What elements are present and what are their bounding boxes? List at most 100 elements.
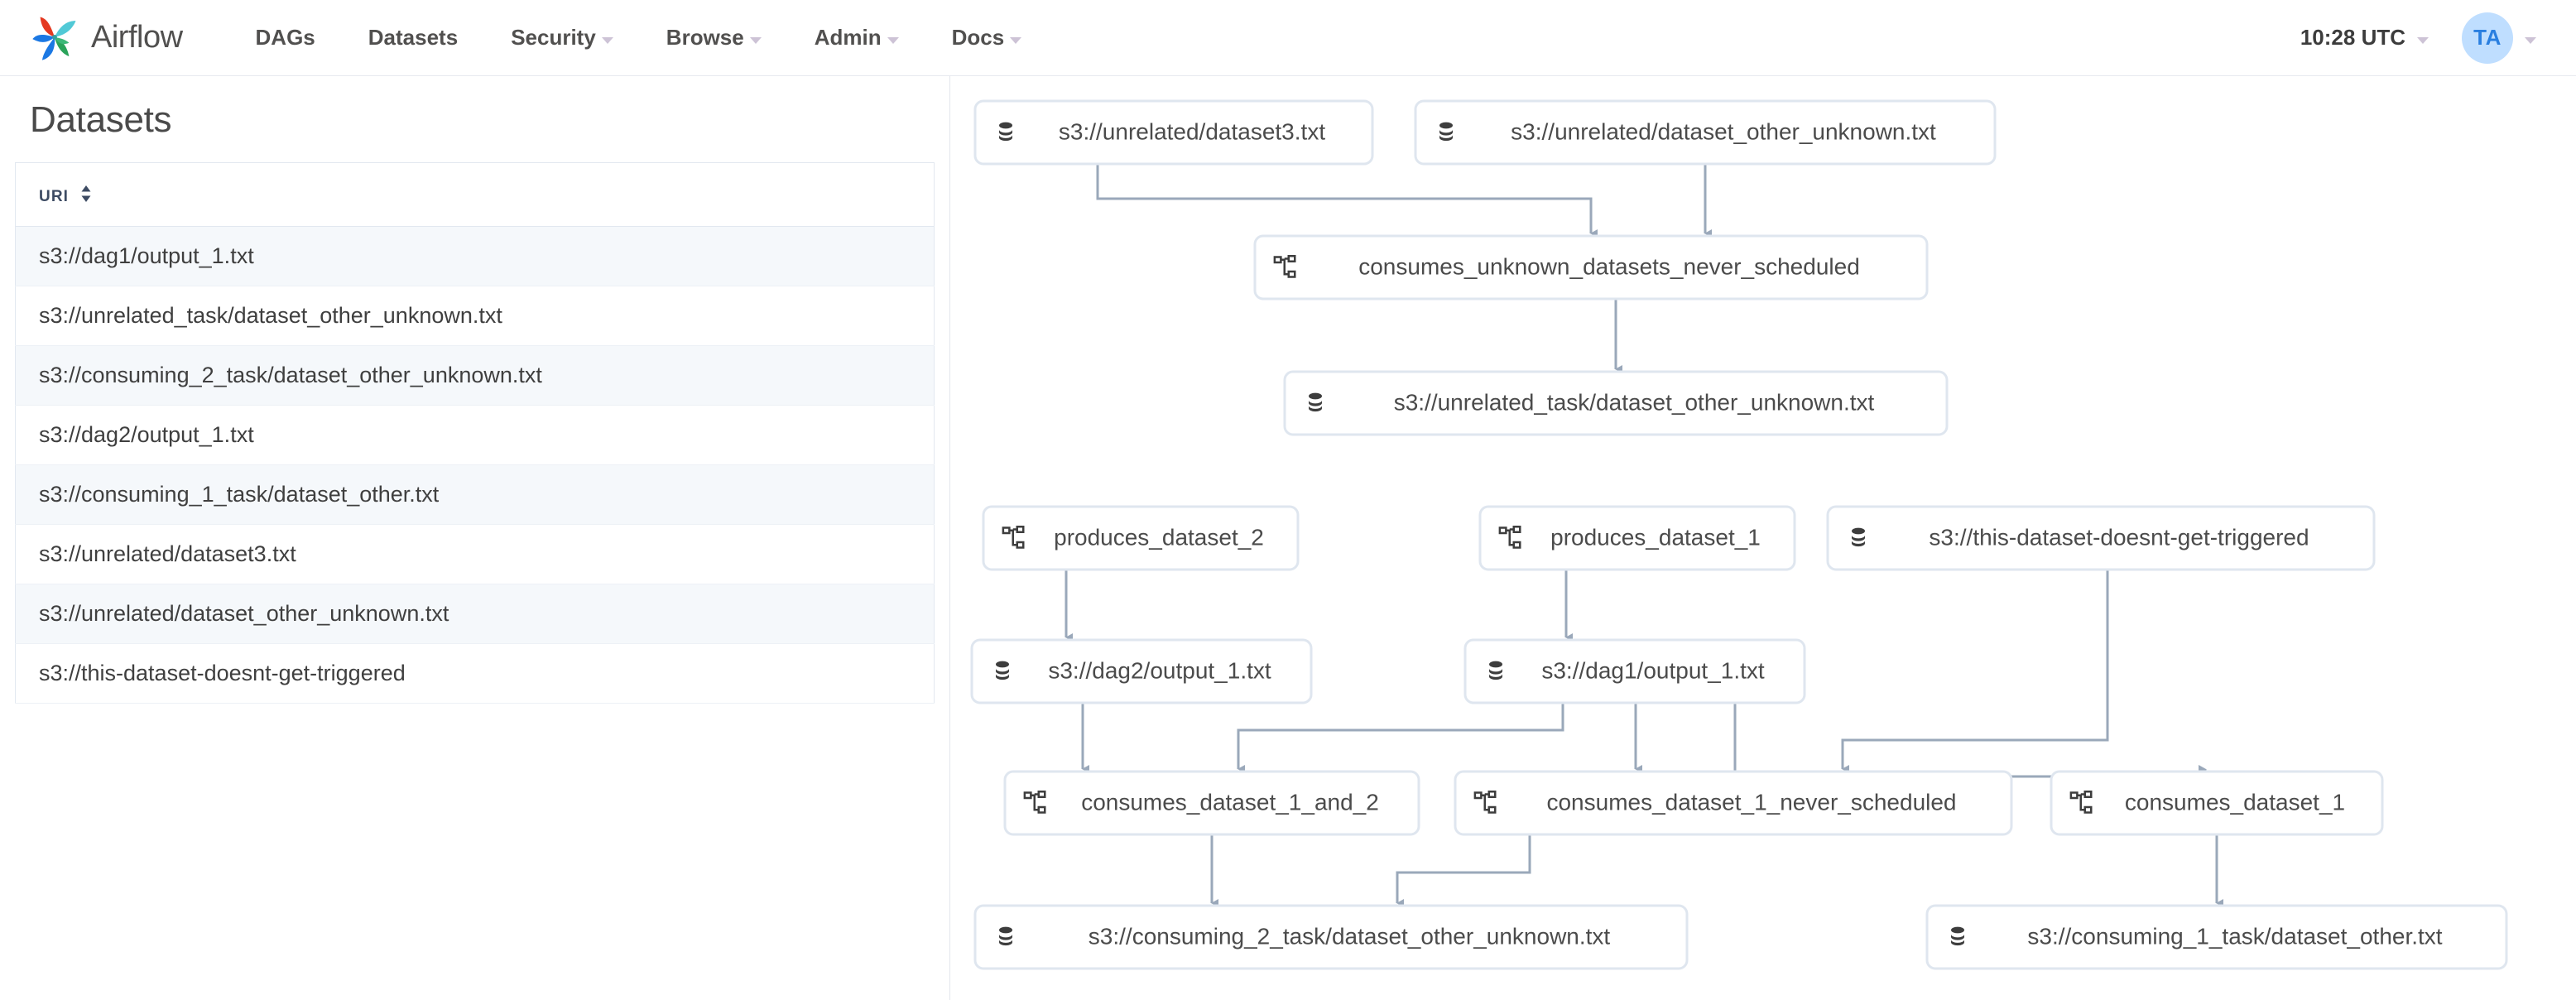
node-background — [1478, 505, 1796, 571]
graph-node-dag[interactable]: consumes_dataset_1 — [2050, 770, 2384, 836]
node-label: consumes_dataset_1_and_2 — [1081, 789, 1379, 815]
graph-node-dataset[interactable]: s3://consuming_1_task/dataset_other.txt — [1925, 904, 2508, 970]
brand-name: Airflow — [91, 20, 183, 55]
chevron-down-icon — [887, 36, 899, 44]
graph-node-dag[interactable]: consumes_dataset_1_and_2 — [1003, 770, 1420, 836]
table-row[interactable]: s3://unrelated_task/dataset_other_unknow… — [15, 286, 935, 346]
sort-updown-icon[interactable] — [80, 185, 92, 208]
node-background — [973, 904, 1689, 970]
node-label: s3://consuming_1_task/dataset_other.txt — [2027, 923, 2442, 949]
chevron-down-icon — [1010, 36, 1022, 44]
chevron-down-icon — [601, 36, 613, 44]
nav-item-dags-label: DAGs — [255, 25, 315, 50]
nav-item-browse-label: Browse — [666, 25, 744, 50]
dataset-uri-cell[interactable]: s3://unrelated/dataset_other_unknown.txt — [15, 584, 935, 644]
table-row[interactable]: s3://consuming_2_task/dataset_other_unkn… — [15, 345, 935, 406]
node-label: consumes_unknown_datasets_never_schedule… — [1358, 253, 1860, 279]
node-background — [1925, 904, 2508, 970]
graph-edge — [1096, 164, 1598, 238]
node-background — [1253, 234, 1929, 300]
graph-node-dataset[interactable]: s3://unrelated/dataset_other_unknown.txt — [1414, 99, 1997, 166]
avatar-initials: TA — [2473, 25, 2502, 50]
node-background — [1826, 505, 2376, 571]
graph-edge — [1841, 570, 2109, 773]
navbar-right: 10:28 UTC TA — [2300, 12, 2536, 64]
graph-nodes: s3://unrelated/dataset3.txt s3://unrelate… — [970, 99, 2508, 970]
top-navbar: Airflow DAGs Datasets Security Browse Ad… — [0, 0, 2576, 76]
airflow-pinwheel-logo-icon — [30, 14, 79, 62]
datasets-list-panel: Datasets URI s3://dag1/output_1. — [0, 76, 950, 1000]
graph-node-dag[interactable]: produces_dataset_1 — [1478, 505, 1796, 571]
nav-item-admin[interactable]: Admin — [788, 25, 925, 50]
nav-item-datasets[interactable]: Datasets — [342, 25, 484, 50]
chevron-down-icon — [2417, 36, 2429, 44]
node-background — [970, 638, 1313, 704]
node-background — [1283, 370, 1949, 436]
graph-node-dataset[interactable]: s3://consuming_2_task/dataset_other_unkn… — [973, 904, 1689, 970]
graph-node-dag[interactable]: produces_dataset_2 — [982, 505, 1300, 571]
nav-item-docs-label: Docs — [951, 25, 1005, 50]
nav-item-browse[interactable]: Browse — [640, 25, 788, 50]
datasets-table-head: URI — [15, 162, 935, 227]
graph-node-dataset[interactable]: s3://this-dataset-doesnt-get-triggered — [1826, 505, 2376, 571]
table-header-row: URI — [15, 162, 935, 227]
graph-node-dataset[interactable]: s3://unrelated_task/dataset_other_unknow… — [1283, 370, 1949, 436]
nav-item-security-label: Security — [511, 25, 596, 50]
table-row[interactable]: s3://unrelated/dataset_other_unknown.txt — [15, 584, 935, 644]
node-label: consumes_dataset_1_never_scheduled — [1546, 789, 1956, 815]
user-menu[interactable]: TA — [2462, 12, 2536, 64]
dataset-uri-cell[interactable]: s3://unrelated_task/dataset_other_unknow… — [15, 286, 935, 346]
node-label: s3://consuming_2_task/dataset_other_unkn… — [1089, 923, 1611, 949]
node-background — [982, 505, 1300, 571]
nav-item-dags[interactable]: DAGs — [229, 25, 342, 50]
dataset-dependency-graph[interactable]: s3://unrelated/dataset3.txt s3://unrelate… — [950, 76, 2576, 1000]
dataset-uri-cell[interactable]: s3://this-dataset-doesnt-get-triggered — [15, 643, 935, 704]
graph-node-dataset[interactable]: s3://unrelated/dataset3.txt — [973, 99, 1374, 166]
node-label: produces_dataset_1 — [1550, 524, 1761, 550]
node-label: s3://unrelated_task/dataset_other_unknow… — [1394, 389, 1875, 415]
table-row[interactable]: s3://dag2/output_1.txt — [15, 405, 935, 465]
graph-node-dataset[interactable]: s3://dag2/output_1.txt — [970, 638, 1313, 704]
nav-item-datasets-label: Datasets — [368, 25, 459, 50]
chevron-down-icon — [749, 36, 762, 44]
node-background — [973, 99, 1374, 166]
table-row[interactable]: s3://this-dataset-doesnt-get-triggered — [15, 643, 935, 704]
graph-edge — [1237, 703, 1564, 773]
column-header-uri[interactable]: URI — [15, 162, 935, 227]
dataset-uri-cell[interactable]: s3://dag1/output_1.txt — [15, 226, 935, 286]
page-title: Datasets — [30, 99, 172, 140]
graph-node-dag[interactable]: consumes_unknown_datasets_never_schedule… — [1253, 234, 1929, 300]
node-label: s3://this-dataset-doesnt-get-triggered — [1929, 524, 2309, 550]
graph-node-dag[interactable]: consumes_dataset_1_never_scheduled — [1454, 770, 2013, 836]
dataset-uri-cell[interactable]: s3://consuming_1_task/dataset_other.txt — [15, 464, 935, 525]
nav-item-docs[interactable]: Docs — [925, 25, 1049, 50]
dataset-uri-cell[interactable]: s3://dag2/output_1.txt — [15, 405, 935, 465]
dataset-uri-cell[interactable]: s3://unrelated/dataset3.txt — [15, 524, 935, 584]
nav-links: DAGs Datasets Security Browse Admin Docs — [229, 25, 1049, 50]
timezone-selector[interactable]: 10:28 UTC — [2300, 25, 2429, 50]
nav-item-security[interactable]: Security — [484, 25, 640, 50]
table-row[interactable]: s3://dag1/output_1.txt — [15, 226, 935, 286]
chevron-down-icon — [2525, 36, 2536, 44]
node-label: s3://unrelated/dataset3.txt — [1059, 118, 1325, 144]
brand-home-link[interactable]: Airflow — [30, 14, 183, 62]
node-background — [1414, 99, 1997, 166]
table-row[interactable]: s3://unrelated/dataset3.txt — [15, 524, 935, 584]
page-body: Datasets URI s3://dag1/output_1. — [0, 76, 2576, 1000]
nav-item-admin-label: Admin — [814, 25, 882, 50]
dataset-uri-cell[interactable]: s3://consuming_2_task/dataset_other_unkn… — [15, 345, 935, 406]
node-label: s3://unrelated/dataset_other_unknown.txt — [1511, 118, 1936, 144]
column-header-uri-label: URI — [39, 188, 70, 205]
node-label: s3://dag2/output_1.txt — [1048, 657, 1271, 683]
node-label: s3://dag1/output_1.txt — [1541, 657, 1765, 683]
graph-node-dataset[interactable]: s3://dag1/output_1.txt — [1463, 638, 1806, 704]
dataset-graph-panel[interactable]: s3://unrelated/dataset3.txt s3://unrelate… — [950, 76, 2576, 1000]
node-label: consumes_dataset_1 — [2125, 789, 2345, 815]
table-row[interactable]: s3://consuming_1_task/dataset_other.txt — [15, 464, 935, 525]
node-background — [1454, 770, 2013, 836]
clock-label: 10:28 UTC — [2300, 25, 2405, 50]
node-background — [1463, 638, 1806, 704]
node-background — [1003, 770, 1420, 836]
